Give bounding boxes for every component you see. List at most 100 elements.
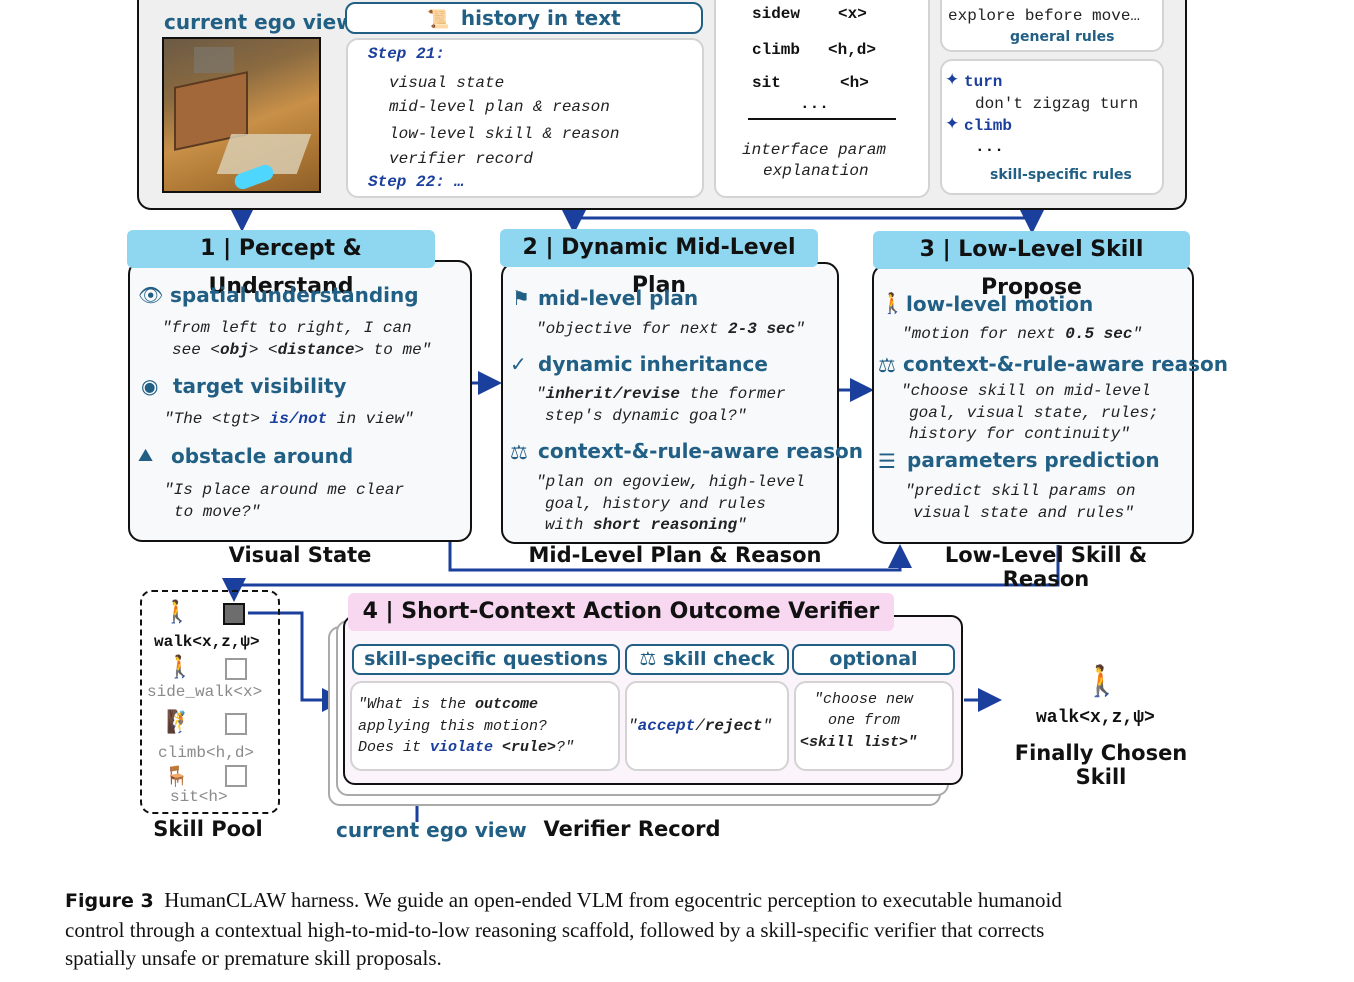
arrow-history-to-stage3 — [574, 210, 1044, 234]
gavel-icon: ⚖ — [639, 648, 657, 670]
walking-icon: 🚶 — [166, 655, 194, 680]
stage1-label: Visual State — [228, 543, 372, 567]
interface-name: climb — [752, 41, 801, 59]
general-rules-card — [940, 0, 1164, 52]
quote-part: is/not — [269, 410, 328, 428]
stage1-title: obstacle around — [171, 444, 354, 468]
tab-skill-check: ⚖ skill check — [625, 644, 789, 675]
tab-label: skill check — [663, 648, 775, 670]
stage2-quote: "plan on egoview, high-level — [536, 473, 805, 491]
quote-part: > to me" — [354, 341, 432, 359]
interface-divider — [748, 118, 896, 120]
verifier-ego-label: current ego view — [336, 818, 527, 842]
skill-checkbox — [225, 765, 247, 787]
stage3-title: parameters prediction — [907, 448, 1160, 472]
stage1-quote: "The <tgt> is/not in view" — [164, 408, 414, 430]
quote-part: <rule> — [502, 739, 557, 756]
stage2-header: 2 | Dynamic Mid-Level Plan — [500, 229, 818, 298]
quote-part: " — [536, 385, 546, 403]
stage3-quote: "choose skill on mid-level — [901, 382, 1151, 400]
stage3-title: low-level motion — [906, 292, 1094, 316]
quote-part: " — [737, 516, 747, 534]
quote-part: " — [628, 717, 638, 735]
interface-caption: interface param — [742, 141, 887, 159]
skill-rules-card — [940, 59, 1164, 195]
quote-part: " — [1132, 325, 1143, 343]
verifier-quote: <skill list>" — [800, 734, 918, 751]
interface-caption: explanation — [763, 162, 869, 180]
stage1-title: target visibility — [173, 374, 347, 398]
flag-icon: ⚑ — [512, 286, 530, 310]
walking-icon: 🚶 — [163, 600, 191, 625]
ego-view-image — [162, 37, 321, 193]
verifier-questions-card — [350, 681, 620, 771]
stage1-quote: to move?" — [174, 503, 261, 521]
skill-selected-checkbox — [223, 603, 245, 625]
interface-name: sit — [752, 74, 781, 92]
sparkle-icon: ✦ — [945, 114, 960, 134]
quote-part: outcome — [475, 696, 539, 713]
stage2-label: Mid-Level Plan & Reason — [528, 543, 822, 567]
stage3-label: Low-Level Skill & Reason — [944, 543, 1148, 591]
quote-part: 2-3 sec — [728, 320, 796, 338]
quote-part: violate — [430, 739, 494, 756]
eye-icon: 👁 — [138, 283, 164, 307]
skill-rules-label: skill-specific rules — [990, 167, 1132, 183]
walking-icon: 🚶 — [1083, 664, 1121, 699]
quote-part: distance — [277, 341, 355, 359]
stage2-title: mid-level plan — [538, 286, 699, 310]
quote-part: see < — [172, 341, 221, 359]
stage2-quote: "inherit/revise the former — [536, 383, 786, 405]
caption-line: control through a contextual high-to-mid… — [65, 917, 1045, 942]
arrow-stage1-to-stage3 — [448, 541, 912, 572]
figure-caption: Figure 3 HumanCLAW harness. We guide an … — [65, 886, 1295, 973]
skill-pool-box — [140, 590, 280, 814]
quote-part: "motion for next — [902, 325, 1066, 343]
stage1-quote: "from left to right, I can — [162, 319, 412, 337]
quote-part: "objective for next — [536, 320, 729, 338]
quote-part: the former — [680, 385, 786, 403]
quote-part: ?" — [556, 739, 575, 756]
quote-part: 0.5 sec — [1065, 325, 1133, 343]
interface-more: ... — [800, 95, 829, 113]
skill-pool-item: sit<h> — [170, 788, 228, 806]
quote-part: "The <tgt> — [164, 410, 270, 428]
sliders-icon: ☰ — [878, 449, 896, 473]
interface-card — [714, 0, 930, 198]
final-skill-label: Finally Chosen Skill — [1014, 741, 1188, 789]
stage2-quote: "objective for next 2-3 sec" — [536, 318, 805, 340]
quote-part: obj — [220, 341, 249, 359]
interface-param: <x> — [838, 5, 867, 23]
caption-text: HumanCLAW harness. We guide an open-ende… — [164, 888, 1062, 912]
stage3-title: context-&-rule-aware reason — [903, 352, 1228, 376]
sparkle-icon: ✦ — [945, 70, 960, 90]
skill-pool-item: side_walk<x> — [147, 683, 263, 701]
target-icon: ◉ — [141, 374, 159, 398]
skill-pool-item: climb<h,d> — [158, 744, 255, 762]
history-label: history in text — [460, 6, 621, 30]
verifier-quote: applying this motion? — [358, 718, 548, 735]
caption-line: Figure 3 HumanCLAW harness. We guide an … — [65, 886, 1295, 916]
verifier-record-label: Verifier Record — [543, 817, 721, 841]
inheritance-icon: ✓ — [510, 352, 527, 376]
quote-part: accept — [637, 717, 696, 735]
quote-part: > < — [248, 341, 278, 359]
quote-part — [493, 739, 502, 756]
stage3-quote: "motion for next 0.5 sec" — [902, 323, 1142, 345]
climbing-icon: 🧗 — [166, 710, 194, 735]
verifier-quote: "What is the outcome — [358, 694, 538, 716]
stage2-quote: goal, history and rules — [545, 495, 766, 513]
stage1-quote: "Is place around me clear — [164, 481, 405, 499]
stage1-panel — [128, 260, 472, 542]
verifier-quote: one from — [828, 712, 901, 729]
stage3-quote: "predict skill params on — [905, 482, 1136, 500]
interface-param: <h> — [840, 74, 869, 92]
quote-part: reject — [704, 717, 763, 735]
verifier-check-card — [625, 681, 789, 771]
quote-part: / — [695, 717, 705, 735]
verifier-renew-card — [794, 681, 954, 771]
tab-skill-specific-questions: skill-specific questions — [352, 644, 620, 675]
general-rule-text: explore before move… — [948, 7, 1141, 25]
final-skill: walk<x,z,ψ> — [1036, 708, 1155, 728]
rule-climb: climb — [964, 117, 1013, 135]
